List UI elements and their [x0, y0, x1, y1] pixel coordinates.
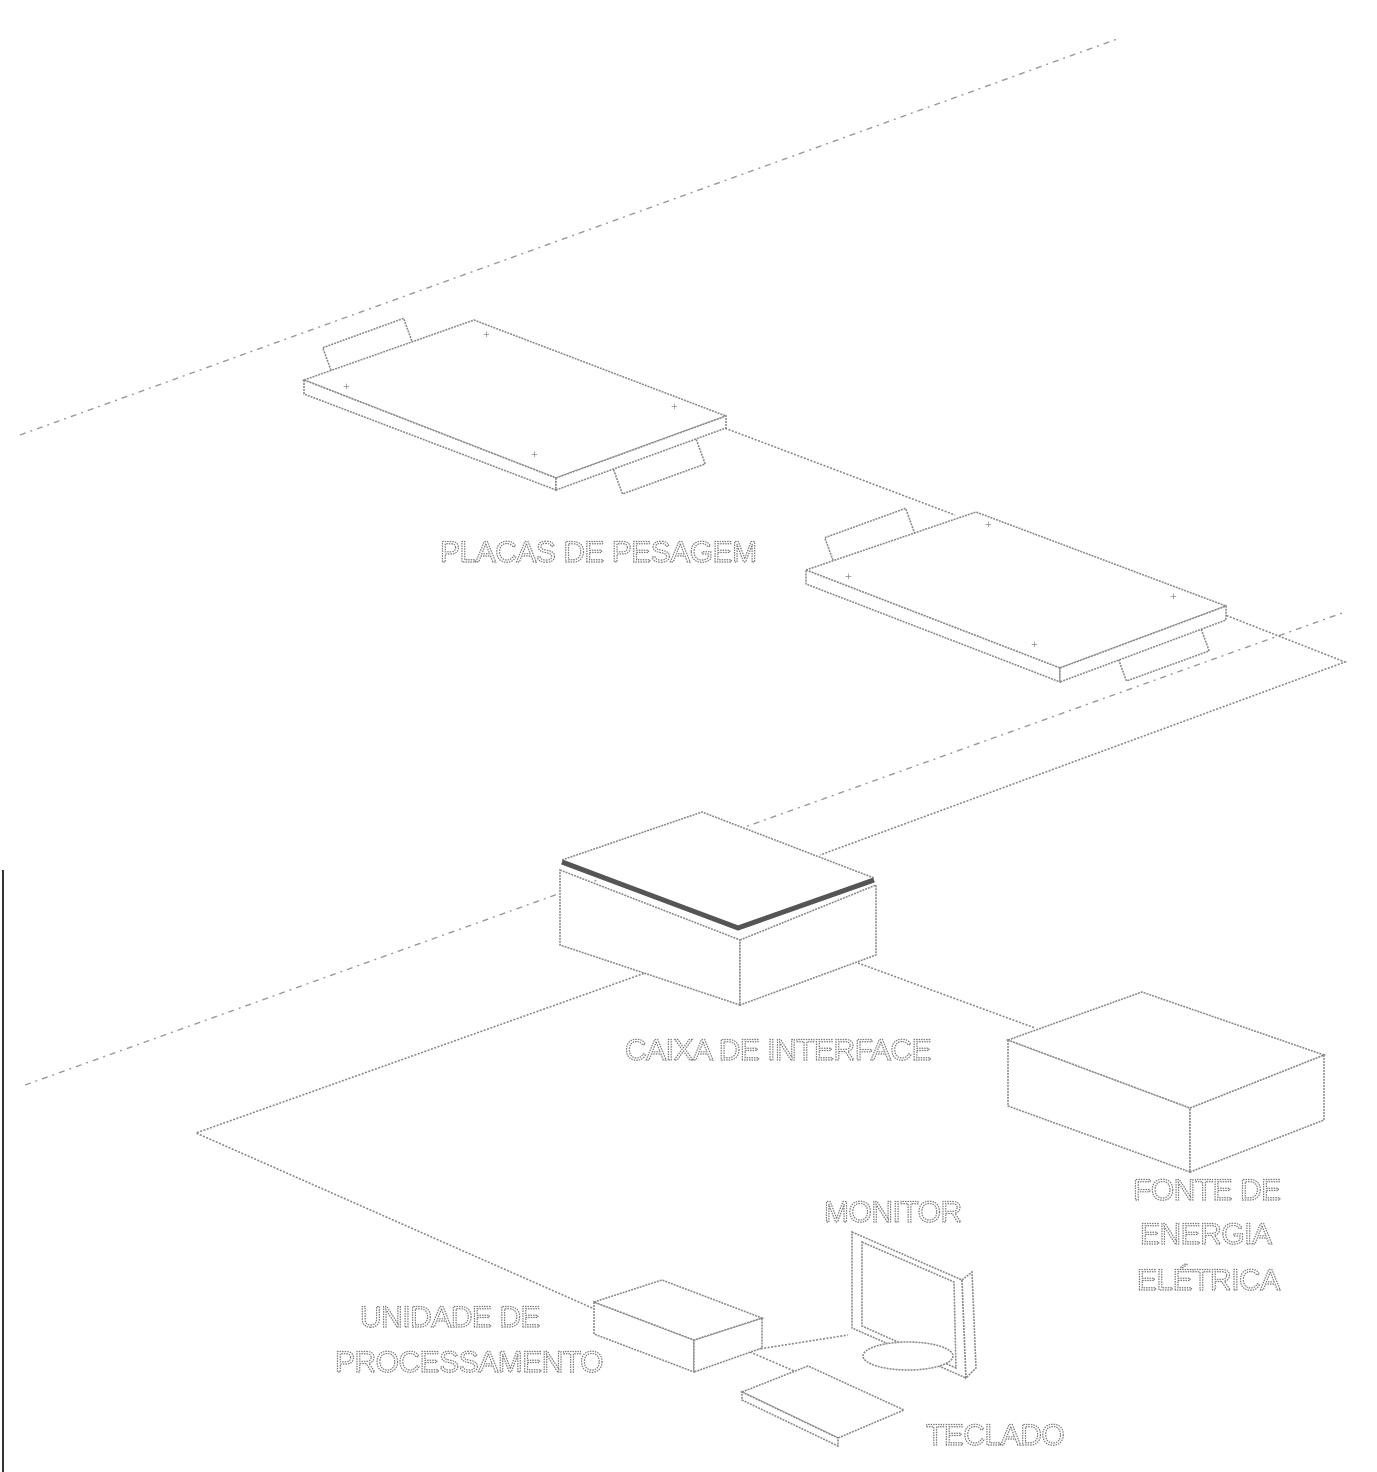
floor-lines: [19, 37, 1346, 1086]
svg-text:+: +: [671, 399, 678, 413]
monitor: [851, 1230, 977, 1380]
label-interface-box: CAIXA DE INTERFACE: [625, 1034, 931, 1067]
svg-text:+: +: [1170, 589, 1177, 603]
interface-box: [559, 811, 877, 1007]
keyboard: [739, 1365, 906, 1448]
weighing-plate-2: + + + +: [803, 507, 1229, 684]
processing-unit: [591, 1279, 765, 1374]
svg-text:+: +: [985, 517, 992, 531]
svg-text:+: +: [531, 447, 538, 461]
svg-text:+: +: [343, 379, 350, 393]
label-processing-line1: UNIDADE DE: [360, 1301, 540, 1334]
label-processing-line2: PROCESSAMENTO: [335, 1346, 603, 1379]
label-power-line2: ENERGIA: [1140, 1218, 1272, 1251]
svg-text:+: +: [1031, 637, 1038, 651]
label-power-line1: FONTE DE: [1133, 1174, 1281, 1207]
svg-text:+: +: [845, 569, 852, 583]
label-plates: PLACAS DE PESAGEM: [440, 536, 757, 569]
power-supply: [1005, 991, 1327, 1174]
svg-text:+: +: [483, 327, 490, 341]
label-monitor: MONITOR: [824, 1196, 962, 1229]
label-power-line3: ELÉTRICA: [1137, 1264, 1280, 1297]
label-keyboard: TECLADO: [926, 1419, 1064, 1452]
weighing-plate-1: + + + +: [301, 317, 729, 496]
